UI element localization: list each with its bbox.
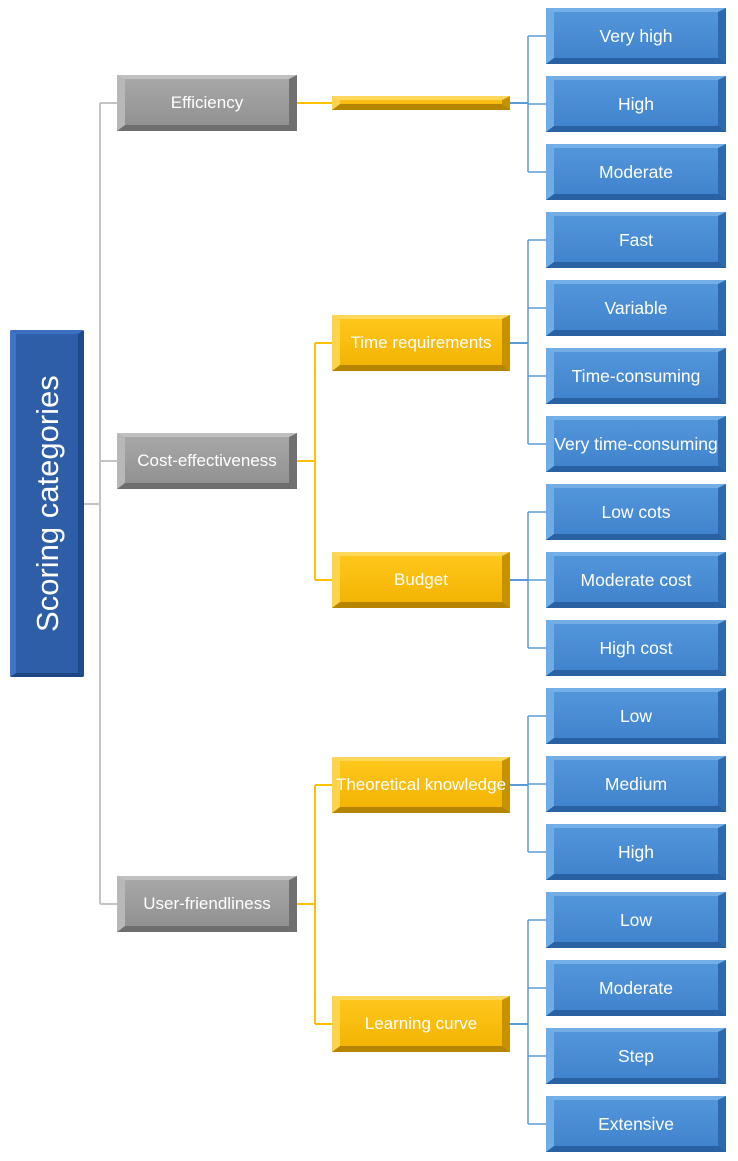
option-label: Low: [619, 705, 653, 726]
option-label: Fast: [618, 229, 654, 250]
subcategory-label: Theoretical knowledge: [335, 774, 507, 794]
option-node: Very high: [546, 8, 726, 64]
option-label: Very time-consuming: [554, 433, 718, 454]
root-label: Scoring categories: [29, 375, 65, 632]
option-label: Very high: [599, 25, 673, 46]
option-label: Moderate: [599, 161, 673, 182]
category-label: Efficiency: [170, 92, 244, 112]
subcategory-node: Learning curve: [332, 996, 510, 1052]
category-node: Cost-effectiveness: [117, 433, 297, 489]
option-label: Moderate cost: [580, 569, 692, 590]
category-node: Efficiency: [117, 75, 297, 131]
option-label: Step: [618, 1045, 654, 1066]
option-node: Low: [546, 688, 726, 744]
option-label: Medium: [604, 773, 668, 794]
option-label: Moderate: [599, 977, 673, 998]
option-node: Time-consuming: [546, 348, 726, 404]
option-node: Moderate: [546, 960, 726, 1016]
option-node: Variable: [546, 280, 726, 336]
option-label: Extensive: [598, 1113, 674, 1134]
category-label: Cost-effectiveness: [137, 450, 277, 470]
option-node: High cost: [546, 620, 726, 676]
option-label: High cost: [599, 637, 673, 658]
option-node: Low cots: [546, 484, 726, 540]
option-label: Low: [619, 909, 653, 930]
category-node: User-friendliness: [117, 876, 297, 932]
subcategory-label: Learning curve: [364, 1013, 478, 1033]
option-node: Very time-consuming: [546, 416, 726, 472]
root-node: Scoring categories: [10, 330, 84, 677]
option-node: Medium: [546, 756, 726, 812]
subcategory-node: Budget: [332, 552, 510, 608]
option-label: Variable: [604, 297, 668, 318]
subcategory-label: Time requirements: [350, 332, 492, 352]
subcategory-node: Theoretical knowledge: [332, 757, 510, 813]
option-node: High: [546, 824, 726, 880]
option-label: High: [618, 93, 654, 114]
option-node: Fast: [546, 212, 726, 268]
option-node: Low: [546, 892, 726, 948]
option-node: Step: [546, 1028, 726, 1084]
category-label: User-friendliness: [143, 893, 271, 913]
option-node: Moderate: [546, 144, 726, 200]
subcategory-node: Time requirements: [332, 315, 510, 371]
option-node: Moderate cost: [546, 552, 726, 608]
option-label: High: [618, 841, 654, 862]
subcategory-label: Budget: [394, 569, 448, 589]
option-node: High: [546, 76, 726, 132]
option-label: Low cots: [601, 501, 671, 522]
option-node: Extensive: [546, 1096, 726, 1152]
option-label: Time-consuming: [571, 365, 701, 386]
subcategory-node: [332, 96, 510, 110]
connector-lines: [84, 35, 546, 1125]
